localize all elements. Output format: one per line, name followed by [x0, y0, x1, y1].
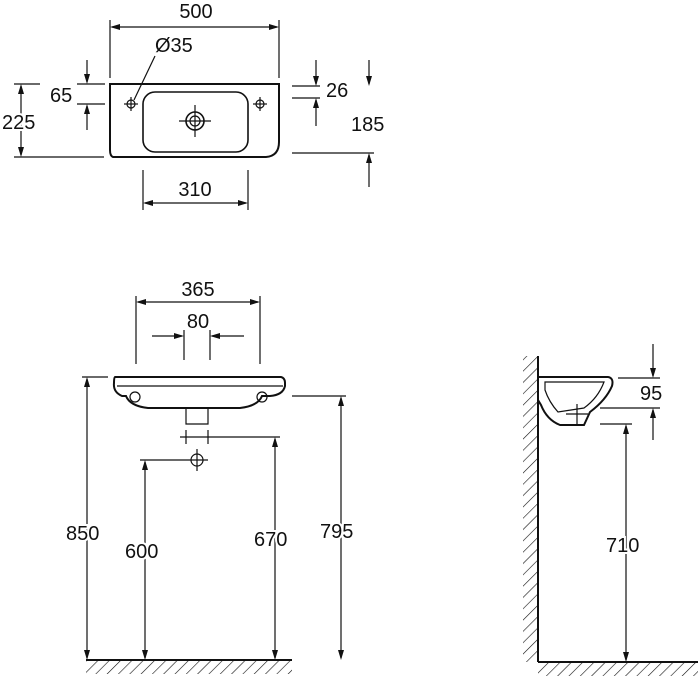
dim-225: 225: [2, 112, 35, 134]
side-view: 95 710: [523, 344, 698, 676]
drain-outlet-icon: [186, 449, 208, 471]
dim-670: 670: [254, 529, 287, 551]
basin-front-outline: [112, 376, 286, 409]
dim-500: 500: [179, 1, 212, 23]
tap-hole-right-icon: [253, 97, 267, 111]
floor-hatch: [86, 660, 292, 674]
dim-80: 80: [187, 311, 209, 333]
dim-185: 185: [351, 114, 384, 136]
dim-710: 710: [606, 535, 639, 557]
tap-hole-left-icon: [124, 97, 138, 111]
dim-65: 65: [50, 85, 72, 107]
drain-icon: [179, 105, 211, 137]
dim-795: 795: [320, 521, 353, 543]
dim-hole-diameter: Ø35: [155, 35, 193, 57]
basin-top-outline: [109, 83, 280, 158]
dim-365: 365: [181, 279, 214, 301]
front-view: 365 80 850 600 670 795: [64, 279, 355, 674]
basin-side-outline: [537, 376, 614, 426]
side-floor-hatch: [538, 662, 698, 676]
waste-pipe: [185, 409, 209, 425]
top-view: 500 Ø35 65 225 26 185: [0, 1, 384, 210]
dim-600: 600: [125, 541, 158, 563]
dim-850: 850: [66, 523, 99, 545]
dim-95: 95: [640, 383, 662, 405]
wall-hatch: [523, 356, 537, 662]
basin-bowl: [142, 91, 249, 153]
dim-26: 26: [326, 80, 348, 102]
dim-310: 310: [178, 179, 211, 201]
